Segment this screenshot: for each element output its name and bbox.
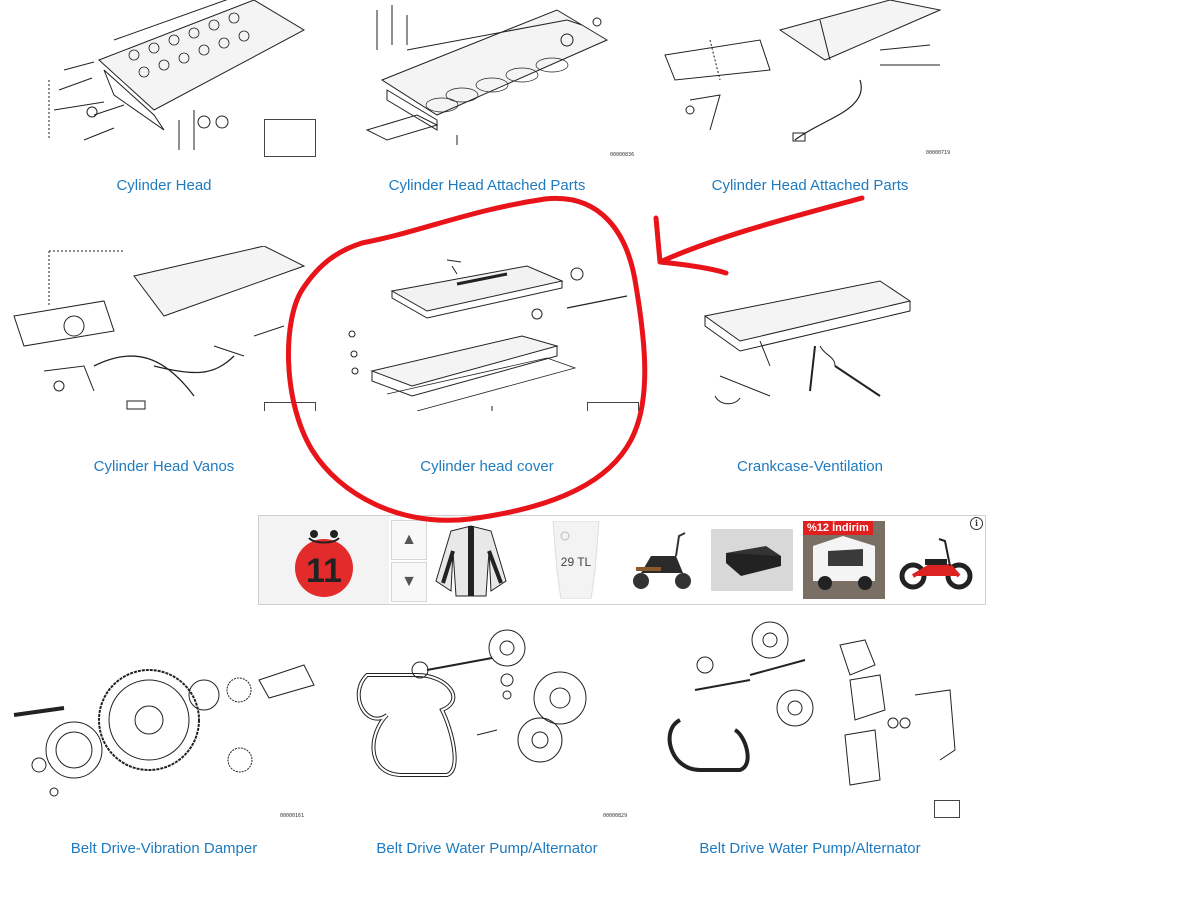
diagram-reference-code: 00000829 [603, 813, 628, 819]
next-page-arrow-icon[interactable] [934, 800, 960, 818]
link-belt-drive-water-pump-alternator-2[interactable]: Belt Drive Water Pump/Alternator [699, 840, 921, 857]
diagram-reference-code: 00000161 [280, 813, 305, 819]
ad-item-price: 29 TL [560, 555, 592, 569]
link-cylinder-head-vanos[interactable]: Cylinder Head Vanos [93, 458, 235, 475]
ad-logo-area[interactable]: 11 [259, 516, 389, 604]
ad-scroll-up-button[interactable]: ▲ [391, 520, 427, 560]
cylinder-head-cover-diagram[interactable] [327, 246, 647, 411]
car-thumbnail-icon [587, 402, 639, 411]
link-belt-drive-vibration-damper[interactable]: Belt Drive-Vibration Damper [70, 840, 258, 857]
ad-item-electric-scooter[interactable] [895, 521, 977, 599]
link-belt-drive-water-pump-alternator-1[interactable]: Belt Drive Water Pump/Alternator [376, 840, 598, 857]
ad-scroll-down-button[interactable]: ▼ [391, 562, 427, 602]
link-cylinder-head-cover[interactable]: Cylinder head cover [420, 458, 554, 475]
ad-item-scooter[interactable] [621, 521, 703, 599]
link-crankcase-ventilation[interactable]: Crankcase-Ventilation [737, 458, 883, 475]
triangle-up-icon: ▲ [401, 531, 417, 548]
diagram-reference-code: 00000836 [610, 152, 635, 158]
discount-badge: %12 İndirim [803, 521, 873, 535]
belt-drive-diagram[interactable]: 00000829 [327, 620, 647, 820]
ad-info-icon[interactable]: i [970, 517, 983, 530]
diagram-reference-code: 00000719 [926, 150, 951, 156]
ad-item-pillar[interactable]: 29 TL [535, 521, 617, 599]
belt-drive-diagram[interactable] [650, 620, 970, 820]
ad-item-jacket[interactable] [431, 521, 513, 599]
link-cylinder-head[interactable]: Cylinder Head [116, 177, 212, 194]
ad-logo-text: 11 [306, 552, 342, 590]
link-cylinder-head-attached-parts-2[interactable]: Cylinder Head Attached Parts [711, 177, 909, 194]
cylinder-head-diagram[interactable] [4, 0, 324, 165]
ad-item-grill[interactable] [711, 521, 793, 599]
ladybug-logo-icon: 11 [295, 530, 353, 597]
cylinder-head-attached-parts-diagram[interactable]: 00000719 [650, 0, 970, 165]
vibration-damper-diagram[interactable]: 00000161 [4, 620, 324, 820]
car-thumbnail-icon [264, 402, 316, 411]
crankcase-ventilation-diagram[interactable]: 00000722 [650, 246, 970, 411]
link-cylinder-head-attached-parts-1[interactable]: Cylinder Head Attached Parts [388, 177, 586, 194]
triangle-down-icon: ▼ [401, 573, 417, 590]
car-thumbnail-icon [264, 119, 316, 157]
ad-carousel[interactable]: 11 ▲ ▼ 29 TL [258, 515, 986, 605]
ad-item-mini-car[interactable]: %12 İndirim [803, 521, 885, 599]
cylinder-head-attached-parts-diagram[interactable]: 00000836 [327, 0, 647, 165]
cylinder-head-vanos-diagram[interactable] [4, 246, 324, 411]
